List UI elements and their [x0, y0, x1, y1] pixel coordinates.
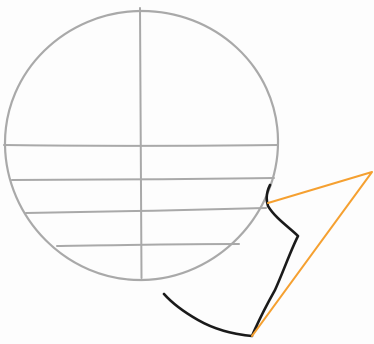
jaw-outline — [164, 185, 298, 336]
vertical-center-line — [140, 8, 142, 278]
brow-line — [4, 145, 278, 146]
mouth-line — [57, 244, 239, 246]
eye-line — [12, 178, 274, 180]
nose-line — [26, 208, 266, 213]
jaw-angle-guide — [252, 172, 372, 336]
